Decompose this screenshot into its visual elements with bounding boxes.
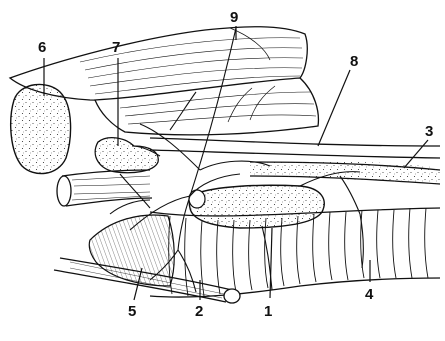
label-9: 9	[230, 9, 238, 26]
oval-gland	[11, 84, 71, 173]
label-2: 2	[195, 303, 203, 320]
label-1: 1	[264, 303, 272, 320]
label-6: 6	[38, 39, 46, 56]
label-7: 7	[112, 39, 120, 56]
small-gland	[95, 138, 158, 173]
stippled-band	[250, 161, 440, 184]
stippled-organ	[189, 185, 324, 228]
label-8: 8	[350, 53, 358, 70]
label-3: 3	[425, 123, 433, 140]
label-4: 4	[365, 286, 374, 303]
label-5: 5	[128, 303, 136, 320]
